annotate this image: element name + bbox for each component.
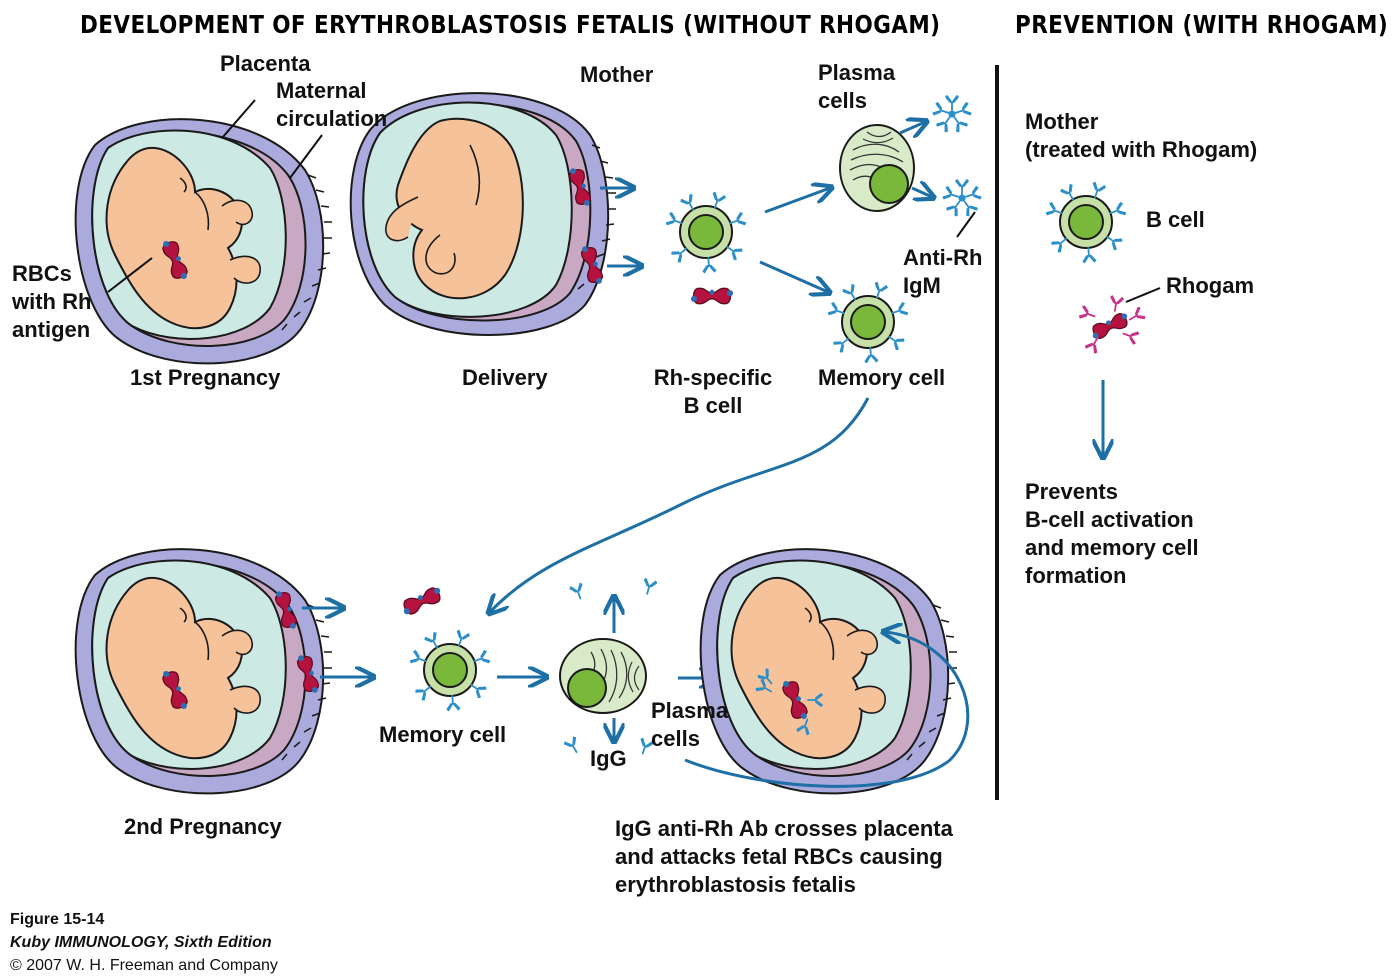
- label-rhogam: Rhogam: [1166, 273, 1254, 298]
- label-plasma-cells-top: Plasma cells: [818, 60, 896, 113]
- label-anti-rh-igm: Anti-Rh IgM: [903, 245, 983, 298]
- copyright: © 2007 W. H. Freeman and Company: [10, 957, 278, 974]
- label-b-cell: B cell: [1146, 207, 1205, 232]
- free-rbc-bottom: [398, 584, 446, 618]
- label-rbcs-with-rh-antigen: RBCs with Rh antigen: [12, 261, 92, 342]
- memory-cell-bottom: [410, 630, 489, 710]
- label-first-pregnancy: 1st Pregnancy: [130, 365, 281, 390]
- memory-cell-top: [828, 282, 907, 362]
- book-title: Kuby IMMUNOLOGY, Sixth Edition: [10, 934, 272, 951]
- label-prevention-result: Prevents B-cell activation and memory ce…: [1025, 479, 1199, 588]
- header-without-rhogam: DEVELOPMENT OF ERYTHROBLASTOSIS FETALIS …: [80, 10, 941, 39]
- label-second-pregnancy: 2nd Pregnancy: [124, 814, 282, 839]
- label-mother: Mother: [580, 62, 654, 87]
- delivery-uterus: [349, 92, 617, 337]
- label-delivery: Delivery: [462, 365, 548, 390]
- label-memory-cell-top: Memory cell: [818, 365, 946, 390]
- plasma-cell-bottom: [559, 638, 647, 714]
- prevention-b-cell: [1046, 182, 1125, 262]
- caption-igg-crosses-placenta: IgG anti-Rh Ab crosses placenta and atta…: [615, 816, 953, 897]
- figure-number: Figure 15-14: [10, 911, 105, 928]
- igm-icon: [933, 96, 971, 132]
- igm-icon: [943, 180, 981, 216]
- label-maternal-circulation: Maternal circulation: [276, 78, 388, 131]
- first-pregnancy-uterus: [74, 118, 333, 365]
- label-plasma-cells-bottom: Plasma cells: [651, 698, 729, 751]
- label-igg: IgG: [590, 746, 627, 771]
- rhogam-complex: [1078, 295, 1146, 354]
- label-memory-cell-bottom: Memory cell: [379, 722, 507, 747]
- affected-fetus-uterus: [699, 548, 958, 795]
- label-mother-treated: Mother (treated with Rhogam): [1025, 109, 1258, 162]
- second-pregnancy-uterus: [74, 548, 333, 795]
- plasma-cell-top: [839, 124, 915, 212]
- free-rbc: [690, 287, 734, 305]
- label-rh-specific-b-cell: Rh-specific B cell: [653, 365, 773, 418]
- header-with-rhogam: PREVENTION (WITH RHOGAM): [1015, 10, 1389, 39]
- rh-specific-b-cell: [666, 192, 745, 272]
- label-placenta: Placenta: [220, 51, 311, 76]
